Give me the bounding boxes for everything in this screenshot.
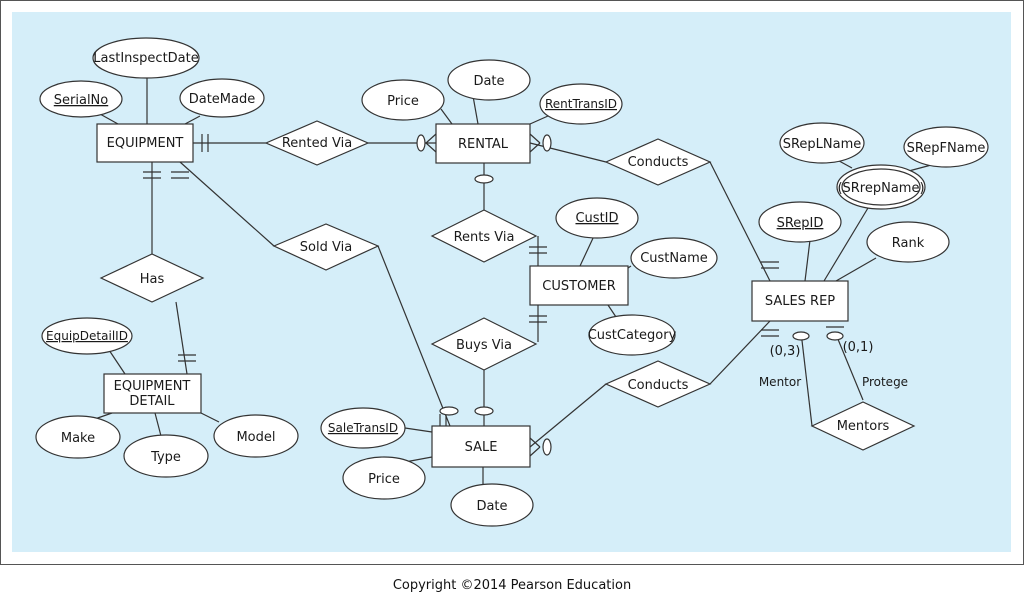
cardinality-marks — [143, 133, 844, 457]
protege-role-label: Protege — [862, 375, 908, 389]
svg-text:Has: Has — [140, 272, 165, 287]
mentor-role-label: Mentor — [759, 375, 801, 389]
entity-customer: CUSTOMER — [529, 265, 629, 306]
svg-text:Price: Price — [387, 94, 419, 109]
svg-text:Price: Price — [368, 472, 400, 487]
svg-text:CustID: CustID — [575, 211, 618, 226]
svg-text:CustName: CustName — [640, 251, 708, 266]
svg-text:Make: Make — [61, 431, 95, 446]
attr-rental-price: Price — [361, 79, 445, 121]
er-diagram: EQUIPMENT RENTAL CUSTOMER SALES REP EQUI… — [0, 0, 1024, 565]
attr-sale-date: Date — [450, 483, 534, 527]
entity-equipment-detail-label-line2: DETAIL — [129, 394, 175, 409]
svg-text:Rank: Rank — [892, 236, 925, 251]
svg-text:SRepLName: SRepLName — [783, 137, 862, 152]
svg-text:Conducts: Conducts — [628, 155, 689, 170]
rel-buys-via: Buys Via — [430, 317, 538, 371]
entity-equipment: EQUIPMENT — [96, 123, 194, 163]
svg-text:Mentors: Mentors — [837, 419, 890, 434]
attr-cust-id: CustID — [555, 197, 639, 239]
rel-conducts-rental: Conducts — [604, 138, 712, 186]
svg-text:Sold Via: Sold Via — [300, 240, 352, 255]
rel-mentors: Mentors — [810, 401, 916, 451]
rel-has: Has — [99, 253, 205, 303]
entity-sales-rep: SALES REP — [751, 280, 849, 322]
svg-text:DateMade: DateMade — [189, 92, 256, 107]
svg-text:Date: Date — [476, 499, 507, 514]
svg-text:Date: Date — [473, 74, 504, 89]
attr-type: Type — [123, 434, 209, 478]
attr-date-made: DateMade — [179, 78, 265, 118]
attr-serial-no-label: SerialNo — [54, 93, 109, 108]
svg-text:Rented Via: Rented Via — [282, 136, 352, 151]
attr-srep-fname: SRepFName — [903, 126, 989, 168]
attr-srep-name: (SRrepName) — [836, 164, 926, 210]
svg-text:RentTransID: RentTransID — [545, 97, 617, 111]
diagram-frame: EQUIPMENT RENTAL CUSTOMER SALES REP EQUI… — [0, 0, 1024, 565]
rel-conducts-sale: Conducts — [604, 360, 712, 408]
connection-lines — [91, 78, 936, 484]
attr-srep-lname: SRepLName — [779, 122, 865, 164]
entity-equipment-detail-label-line1: EQUIPMENT — [114, 379, 191, 394]
svg-text:EquipDetailID: EquipDetailID — [46, 329, 128, 343]
attr-last-inspect-date: LastInspectDate — [92, 37, 200, 79]
entity-customer-label: CUSTOMER — [542, 279, 615, 294]
attr-rent-trans-id: RentTransID — [539, 83, 623, 125]
attr-srep-id: SRepID — [758, 201, 842, 243]
svg-text:CustCategory: CustCategory — [588, 328, 677, 343]
attr-rank: Rank — [866, 221, 950, 263]
entity-rental-label: RENTAL — [458, 137, 509, 152]
svg-text:Buys Via: Buys Via — [456, 338, 512, 353]
entity-sales-rep-label: SALES REP — [765, 294, 835, 309]
svg-text:Model: Model — [236, 430, 275, 445]
entity-rental: RENTAL — [435, 123, 531, 164]
attr-cust-name: CustName — [630, 237, 718, 279]
svg-text:Type: Type — [150, 450, 181, 465]
attr-rental-date: Date — [447, 59, 531, 101]
attr-make: Make — [35, 415, 121, 459]
entity-sale-label: SALE — [465, 440, 498, 455]
svg-text:Conducts: Conducts — [628, 378, 689, 393]
svg-text:SRepID: SRepID — [777, 216, 824, 231]
rel-rented-via: Rented Via — [264, 120, 370, 166]
attr-cust-category: CustCategory — [588, 314, 677, 356]
protege-cardinality: (0,1) — [843, 340, 874, 355]
svg-text:(SRrepName): (SRrepName) — [837, 181, 924, 196]
attr-model: Model — [213, 414, 299, 458]
copyright-notice: Copyright ©2014 Pearson Education — [392, 578, 632, 593]
svg-text:LastInspectDate: LastInspectDate — [93, 51, 199, 66]
entity-sale: SALE — [431, 425, 531, 468]
entity-equipment-label: EQUIPMENT — [107, 136, 184, 151]
svg-text:SRepFName: SRepFName — [907, 141, 986, 156]
mentor-cardinality: (0,3) — [770, 344, 801, 359]
rel-sold-via: Sold Via — [272, 223, 380, 271]
attr-equip-detail-id: EquipDetailID — [41, 317, 133, 355]
attr-serial-no: SerialNo — [39, 80, 123, 118]
svg-text:SaleTransID: SaleTransID — [328, 421, 398, 435]
entity-equipment-detail: EQUIPMENT DETAIL — [103, 373, 202, 414]
rel-rents-via: Rents Via — [430, 209, 538, 263]
attr-sale-trans-id: SaleTransID — [320, 407, 406, 449]
svg-text:Rents Via: Rents Via — [454, 230, 515, 245]
attr-sale-price: Price — [342, 456, 426, 500]
